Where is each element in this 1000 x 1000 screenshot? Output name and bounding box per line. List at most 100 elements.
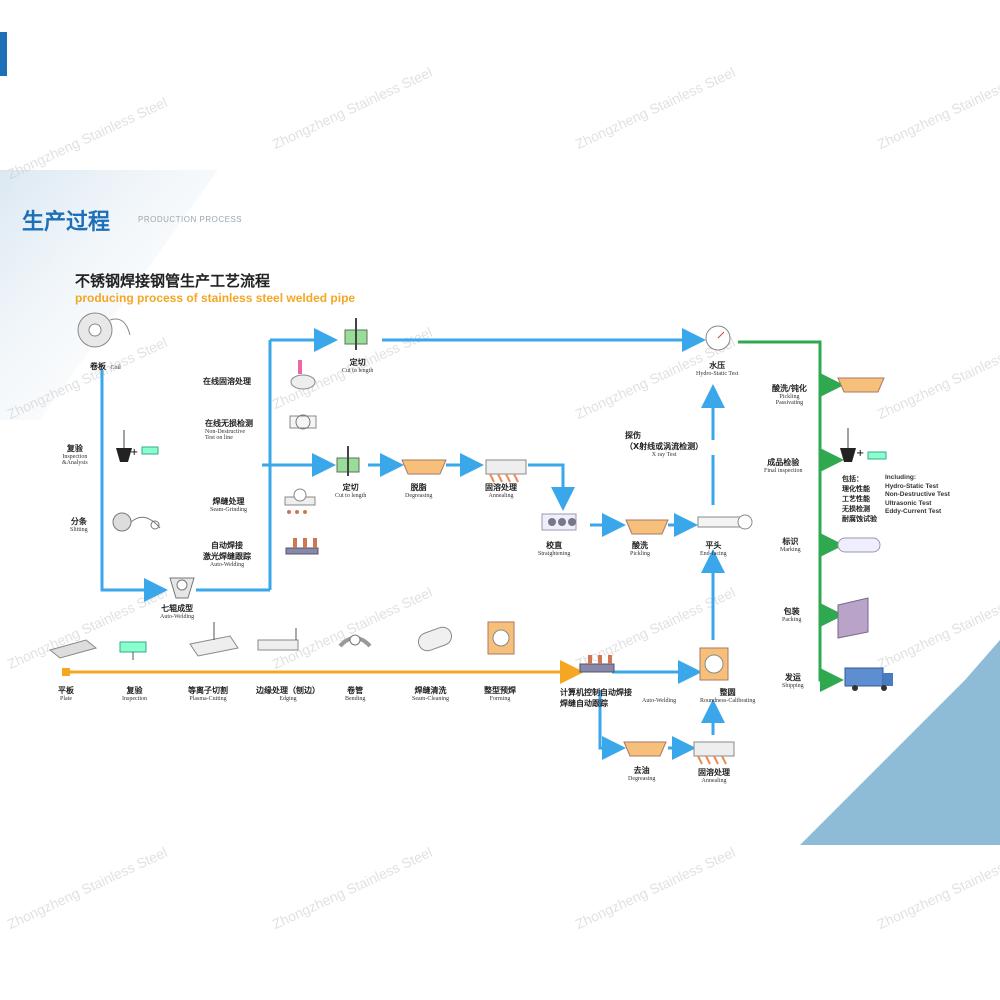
step-plasma-cutting: 等离子切割 Plasma-Cutting — [188, 685, 228, 702]
including-item: 耐腐蚀试验 — [842, 515, 877, 523]
step-label: 定切 — [349, 358, 366, 367]
plate-sheet-icon — [48, 639, 98, 659]
step-label: 固溶处理 — [485, 483, 517, 492]
coil-icon — [77, 312, 131, 348]
right-panel-shape — [965, 640, 1000, 700]
step-label: 焊缝清洗 — [414, 686, 447, 695]
step-label: 在线无损检测 — [205, 419, 253, 428]
step-label-en: &Analysis — [62, 460, 88, 466]
step-annealing-bottom: 固溶处理 Annealing — [698, 767, 730, 784]
step-label: 整圆 — [719, 688, 736, 697]
step-label: 焊缝自动跟踪 — [560, 699, 608, 708]
including-item: 工艺性能 — [842, 495, 870, 503]
step-inspection-analysis: 复验 Inspection &Analysis — [62, 443, 88, 466]
step-cut-mid: 定切 Cut to length — [335, 482, 366, 499]
diagram-subtitle: producing process of stainless steel wel… — [75, 291, 356, 305]
edging-icon — [257, 628, 299, 651]
step-label-en: Hydro-Static Test — [696, 371, 739, 377]
step-label: 脱脂 — [410, 483, 427, 492]
step-forming: 七辊成型 Auto-Welding — [160, 603, 194, 620]
step-label: 七辊成型 — [161, 604, 194, 613]
step-label-en: Degreasing — [628, 776, 656, 782]
step-label: 酸洗/钝化 — [772, 384, 807, 393]
plate-inspection-icon — [119, 641, 147, 660]
step-computer-welding-en: Auto-Welding — [642, 698, 677, 704]
step-label-en: Final inspection — [764, 468, 803, 474]
step-label: 平头 — [705, 541, 722, 550]
step-label: 整型预焊 — [484, 686, 516, 695]
slitting-icon — [112, 512, 161, 532]
annealing-coil-icon — [290, 360, 316, 390]
flow-coil-to-forming — [100, 370, 168, 602]
step-cut-top: 定切 Cut to length — [342, 357, 373, 374]
step-label-en: Marking — [780, 547, 801, 553]
step-label: 计算机控制自动焊接 — [560, 688, 632, 697]
final-inspection-icon: + — [840, 428, 887, 462]
step-computer-welding: 计算机控制自动焊接 焊缝自动跟踪 — [560, 687, 632, 709]
step-auto-welding: 自动焊接 激光焊缝跟踪 Auto-Welding — [203, 540, 251, 568]
step-label: 水压 — [709, 361, 726, 370]
section-subtitle: PRODUCTION PROCESS — [138, 215, 243, 224]
hydro-gauge-icon — [705, 325, 731, 351]
including-item: Ultrasonic Test — [885, 499, 932, 507]
step-seam-grinding: 焊缝处理 Seam-Grinding — [210, 496, 247, 513]
svg-text:+: + — [130, 447, 138, 458]
step-label-en: Annealing — [488, 493, 514, 499]
step-edging: 边缘处理（刨边） Edging — [256, 685, 320, 702]
ndt-probe-icon — [289, 414, 317, 430]
roundness-calibrating-icon — [699, 647, 729, 681]
step-online-annealing: 在线固溶处理 — [203, 376, 251, 387]
including-item: 包括： — [842, 475, 863, 483]
step-label-en: Test on line — [205, 435, 233, 441]
step-label: 发运 — [784, 673, 801, 682]
step-marking: 标识 Marking — [780, 536, 801, 553]
step-label-en: Plasma-Cutting — [189, 696, 227, 702]
step-degreasing-bottom: 去油 Degreasing — [628, 765, 655, 782]
step-label: 去油 — [633, 766, 650, 775]
step-label: 自动焊接 — [211, 541, 243, 550]
including-item: Including: — [885, 474, 917, 481]
annealing-bottom-icon — [693, 741, 735, 765]
including-list-zh: 包括： 理化性能 工艺性能 无损检测 耐腐蚀试验 — [842, 474, 877, 524]
marking-pipe-icon — [837, 537, 881, 553]
step-seam-cleaning: 焊缝清洗 Seam-Cleaning — [412, 685, 449, 702]
step-final-inspection: 成品检验 Final inspection — [764, 457, 803, 474]
step-label-en: Pickling — [630, 551, 651, 557]
step-label-en: Non-Destructive — [205, 429, 245, 435]
step-xray: 探伤 （X射线或涡流检测） X ray Test — [625, 430, 703, 458]
including-item: 无损检测 — [842, 505, 870, 513]
bending-rollers-icon — [338, 634, 372, 648]
step-label: 卷板 — [90, 362, 106, 371]
step-label: 边缘处理（刨边） — [256, 686, 320, 695]
step-label: 定切 — [342, 483, 359, 492]
including-list-en: Including: Hydro-Static Test Non-Destruc… — [885, 474, 950, 517]
degreasing-tank-bottom-icon — [623, 741, 667, 757]
computer-welding-icon — [579, 655, 615, 673]
step-label-en: Edging — [279, 696, 297, 702]
step-label: 分条 — [70, 517, 87, 526]
step-label-en: Seam-Cleaning — [412, 696, 449, 702]
step-label-en: X ray Test — [651, 452, 677, 458]
step-label-en: Inspection — [122, 696, 147, 702]
step-label-en: Inspection — [62, 454, 88, 460]
right-panel-shape-2 — [800, 680, 1000, 845]
step-plate: 平板 Plate — [58, 685, 74, 702]
step-slitting: 分条 Slitting — [70, 516, 88, 533]
step-label-en: Forming — [489, 696, 511, 702]
step-bending: 卷管 Bending — [345, 685, 365, 702]
end-facing-icon — [697, 514, 753, 530]
step-label: 探伤 — [625, 431, 641, 440]
step-label: 校直 — [546, 541, 563, 550]
step-label-en: Cut to length — [335, 493, 367, 499]
seam-cleaning-icon — [417, 626, 453, 652]
diagram-title: 不锈钢焊接钢管生产工艺流程 — [75, 272, 271, 290]
pickling-tank-icon — [625, 519, 669, 535]
step-label-en: Roundness-Calibrating — [700, 698, 756, 704]
brand-accent-bar — [0, 32, 7, 76]
forming-roller-icon — [169, 577, 195, 599]
step-label: 包装 — [783, 607, 800, 616]
plasma-cutting-icon — [189, 622, 239, 657]
including-item: Non-Destructive Test — [885, 491, 950, 498]
step-label: 卷管 — [347, 686, 364, 695]
step-pickling-passivating: 酸洗/钝化 Pickling Passivating — [772, 383, 807, 406]
